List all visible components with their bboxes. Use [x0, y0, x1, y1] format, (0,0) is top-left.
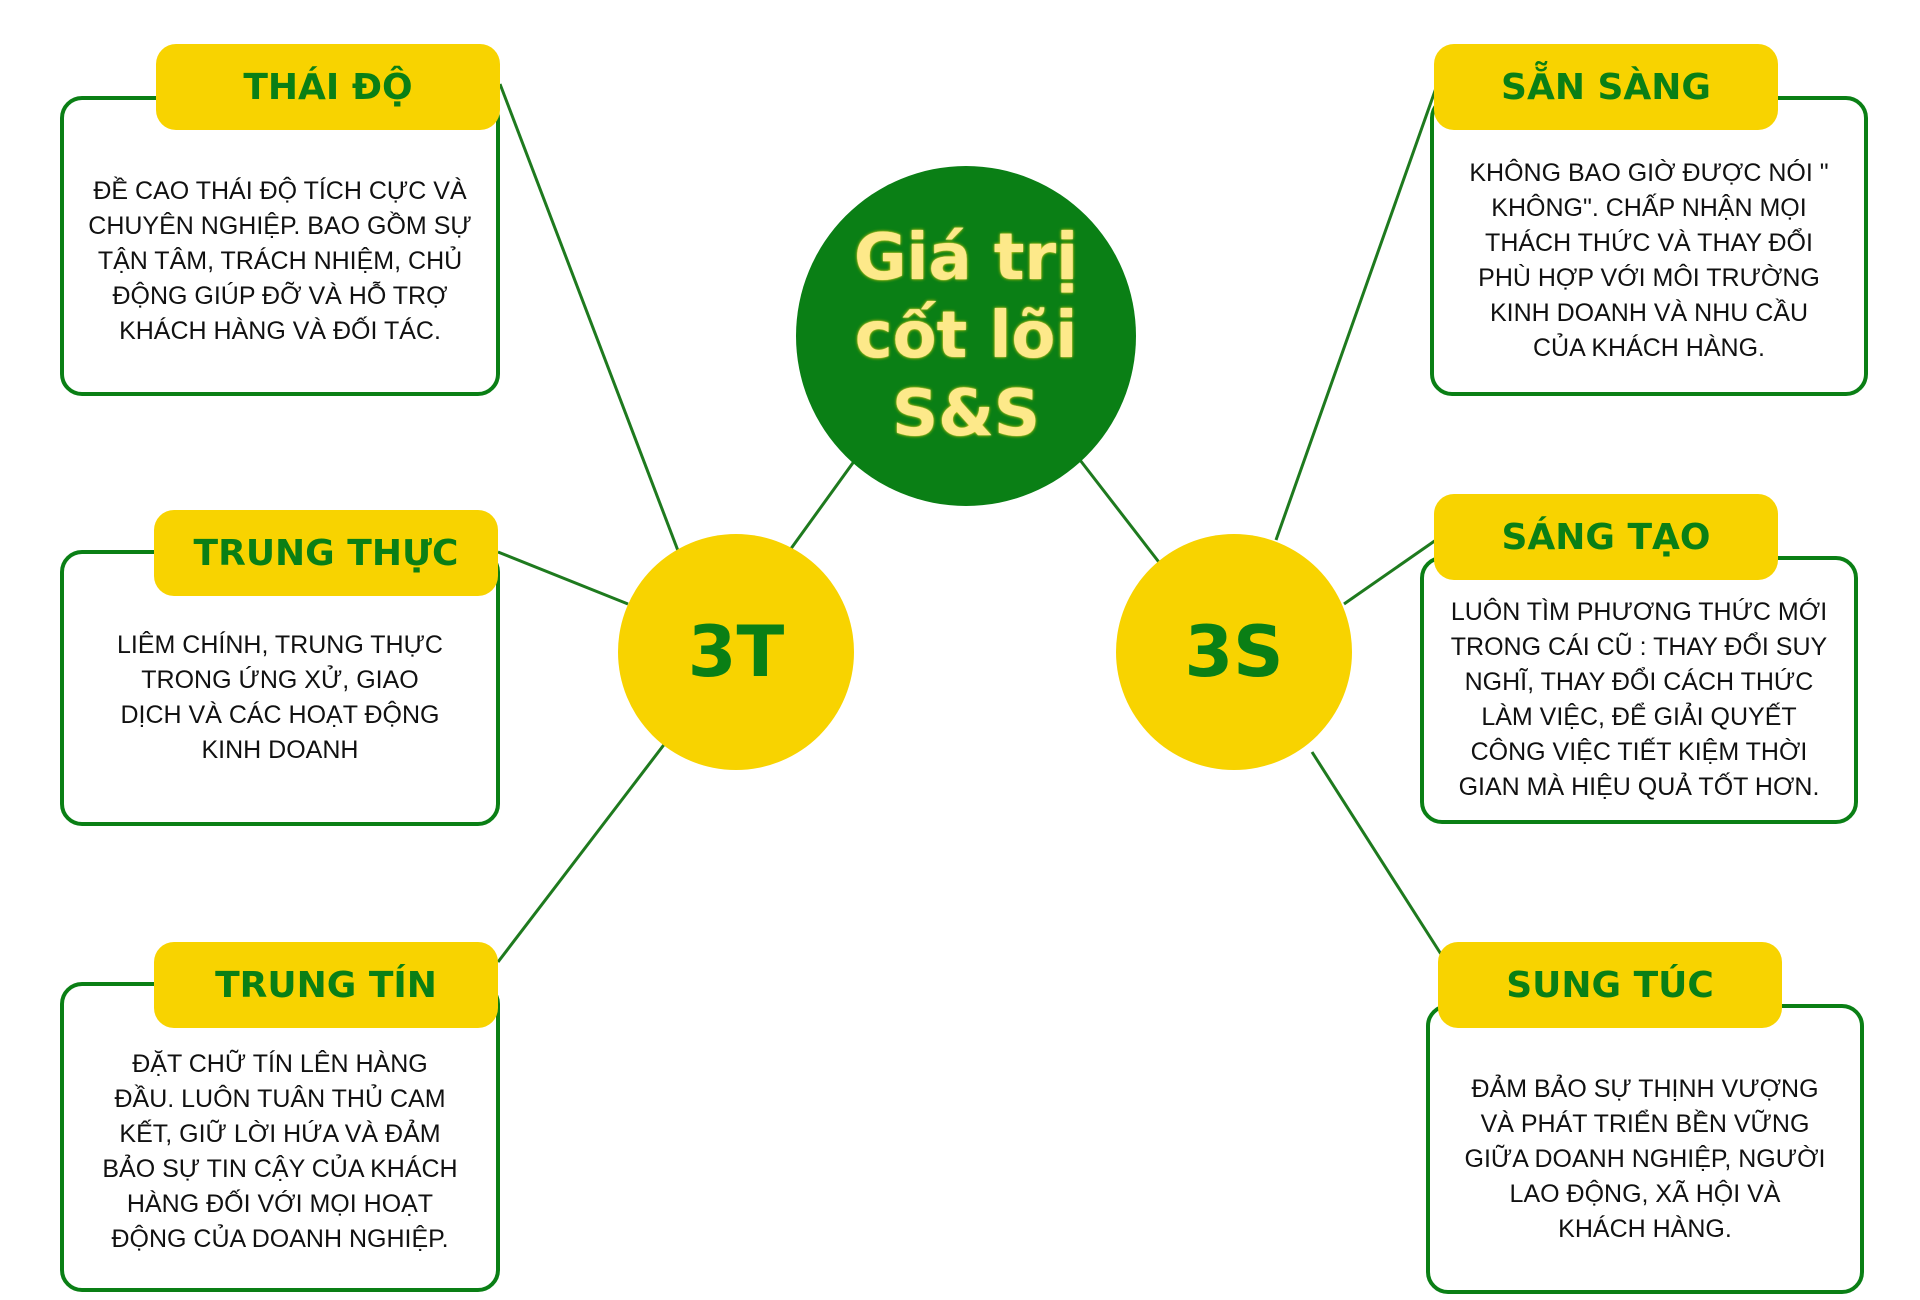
label-sang-tao: SÁNG TẠO: [1434, 494, 1778, 580]
connector-3s-san-sang: [1274, 87, 1438, 541]
label-thai-do: THÁI ĐỘ: [156, 44, 500, 130]
connector-core-3s: [1078, 459, 1167, 571]
label-sung-tuc: SUNG TÚC: [1438, 942, 1782, 1028]
card-san-sang: KHÔNG BAO GIỜ ĐƯỢC NÓI " KHÔNG". CHẤP NH…: [1430, 96, 1868, 396]
connector-3s-sang-tao: [1343, 538, 1437, 606]
core-title-line-3: S&S: [892, 377, 1040, 451]
core-title-line-1: Giá trị: [853, 221, 1079, 295]
connector-3t-trung-tin: [496, 741, 668, 963]
connector-core-3t: [788, 459, 857, 551]
label-trung-tin: TRUNG TÍN: [154, 942, 498, 1028]
card-trung-thuc-text: LIÊM CHÍNH, TRUNG THỰC TRONG ỨNG XỬ, GIA…: [116, 631, 443, 764]
core-title-line-2: cốt lõi: [854, 299, 1078, 373]
card-sung-tuc: ĐẢM BẢO SỰ THỊNH VƯỢNG VÀ PHÁT TRIỂN BỀN…: [1426, 1004, 1864, 1294]
core-values-circle: Giá trị cốt lõi S&S: [796, 166, 1136, 506]
card-sang-tao-text: LUÔN TÌM PHƯƠNG THỨC MỚI TRONG CÁI CŨ : …: [1450, 598, 1828, 801]
connector-3s-sung-tuc: [1310, 751, 1448, 963]
card-sung-tuc-text: ĐẢM BẢO SỰ THỊNH VƯỢNG VÀ PHÁT TRIỂN BỀN…: [1464, 1074, 1826, 1243]
card-sang-tao: LUÔN TÌM PHƯƠNG THỨC MỚI TRONG CÁI CŨ : …: [1420, 556, 1858, 824]
label-san-sang: SẴN SÀNG: [1434, 44, 1778, 130]
card-trung-tin-text: ĐẶT CHỮ TÍN LÊN HÀNG ĐẦU. LUÔN TUÂN THỦ …: [102, 1050, 458, 1253]
hub-3s: 3S: [1116, 534, 1352, 770]
core-values-title: Giá trị cốt lõi S&S: [854, 219, 1078, 453]
card-trung-tin: ĐẶT CHỮ TÍN LÊN HÀNG ĐẦU. LUÔN TUÂN THỦ …: [60, 982, 500, 1292]
card-thai-do: ĐỀ CAO THÁI ĐỘ TÍCH CỰC VÀ CHUYÊN NGHIỆP…: [60, 96, 500, 396]
card-san-sang-text: KHÔNG BAO GIỜ ĐƯỢC NÓI " KHÔNG". CHẤP NH…: [1469, 159, 1829, 362]
card-thai-do-text: ĐỀ CAO THÁI ĐỘ TÍCH CỰC VÀ CHUYÊN NGHIỆP…: [88, 176, 472, 345]
hub-3t: 3T: [618, 534, 854, 770]
connector-3t-trung-thuc: [497, 550, 629, 606]
label-trung-thuc: TRUNG THỰC: [154, 510, 498, 596]
connector-3t-thai-do: [498, 83, 682, 557]
